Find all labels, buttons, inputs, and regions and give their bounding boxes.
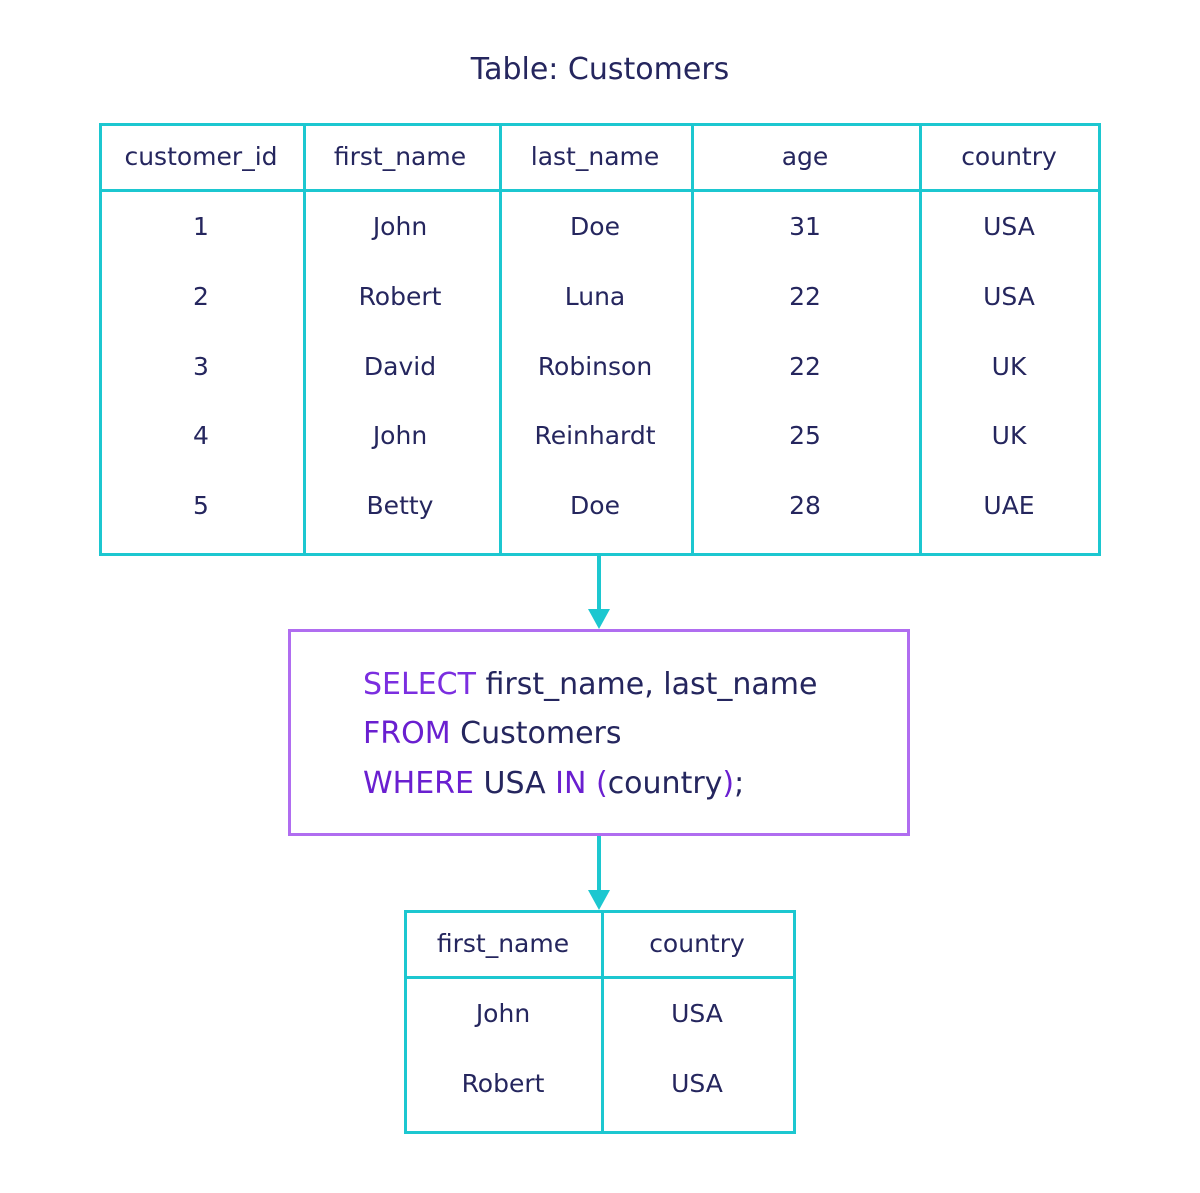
table-cell: Doe xyxy=(570,491,620,520)
table-cell: 28 xyxy=(789,491,821,520)
table-cell: 4 xyxy=(193,421,209,450)
column-divider xyxy=(303,126,306,553)
table-cell: Doe xyxy=(570,212,620,241)
table-cell: Luna xyxy=(564,282,626,311)
column-divider xyxy=(919,126,922,553)
table-cell: 22 xyxy=(789,352,821,381)
keyword-select: SELECT xyxy=(363,667,476,702)
column-divider xyxy=(499,126,502,553)
arrow-down-icon xyxy=(588,609,610,629)
diagram-title: Table: Customers xyxy=(470,52,730,87)
table-cell: John xyxy=(475,999,531,1028)
arrow-shaft xyxy=(597,556,601,610)
column-header-customer-id: customer_id xyxy=(124,142,278,171)
statement-end: ; xyxy=(734,766,745,801)
keyword-where: WHERE xyxy=(363,766,474,801)
column-divider xyxy=(691,126,694,553)
from-table: Customers xyxy=(450,716,622,751)
table-cell: Robert xyxy=(358,282,442,311)
table-cell: USA xyxy=(671,999,723,1028)
column-header-first-name: first_name xyxy=(333,142,467,171)
where-argument: country xyxy=(607,766,723,801)
table-cell: John xyxy=(372,421,428,450)
table-cell: USA xyxy=(983,212,1035,241)
column-header-country: country xyxy=(961,142,1057,171)
column-header-first-name: first_name xyxy=(436,929,570,958)
table-cell: 2 xyxy=(193,282,209,311)
query-line-where: WHERE USA IN (country); xyxy=(363,762,744,806)
paren-open: ( xyxy=(586,766,608,801)
table-cell: 22 xyxy=(789,282,821,311)
table-cell: Reinhardt xyxy=(534,421,656,450)
table-cell: Robert xyxy=(461,1069,545,1098)
query-line-select: SELECT first_name, last_name xyxy=(363,663,817,707)
where-value: USA xyxy=(473,766,556,801)
table-cell: 1 xyxy=(193,212,209,241)
column-header-last-name: last_name xyxy=(530,142,660,171)
table-cell: 3 xyxy=(193,352,209,381)
keyword-from: FROM xyxy=(363,716,451,751)
header-divider xyxy=(102,189,1098,192)
sql-query-box: SELECT first_name, last_name FROM Custom… xyxy=(288,629,910,836)
customers-table: customer_id first_name last_name age country… xyxy=(99,123,1101,556)
table-cell: UK xyxy=(991,421,1027,450)
arrow-shaft xyxy=(597,836,601,891)
table-cell: 5 xyxy=(193,491,209,520)
table-cell: USA xyxy=(983,282,1035,311)
table-cell: 25 xyxy=(789,421,821,450)
header-divider xyxy=(407,976,793,979)
table-cell: USA xyxy=(671,1069,723,1098)
select-columns: first_name, last_name xyxy=(475,667,818,702)
column-divider xyxy=(601,913,604,1131)
query-line-from: FROM Customers xyxy=(363,712,622,756)
table-cell: 31 xyxy=(789,212,821,241)
keyword-in: IN xyxy=(555,766,587,801)
arrow-down-icon xyxy=(588,890,610,910)
table-cell: Robinson xyxy=(537,352,653,381)
table-cell: David xyxy=(363,352,437,381)
column-header-country: country xyxy=(649,929,745,958)
table-cell: UK xyxy=(991,352,1027,381)
table-cell: John xyxy=(372,212,428,241)
table-cell: Betty xyxy=(366,491,434,520)
table-cell: UAE xyxy=(983,491,1035,520)
column-header-age: age xyxy=(781,142,829,171)
paren-close: ) xyxy=(722,766,735,801)
